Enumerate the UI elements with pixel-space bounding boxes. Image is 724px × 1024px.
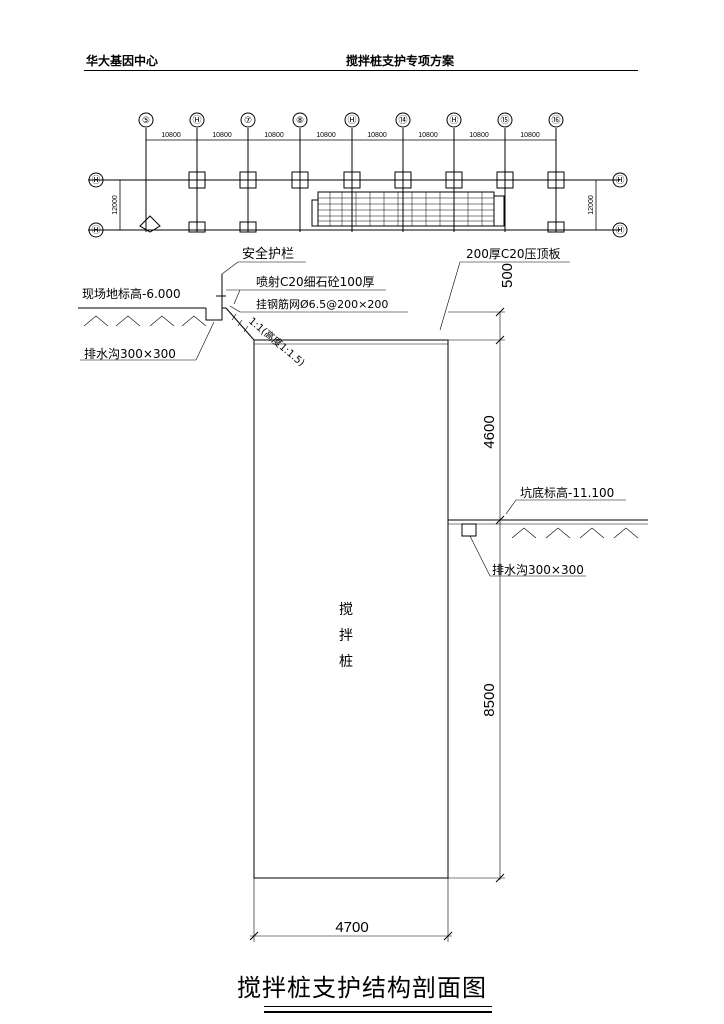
label-drain-top: 排水沟300×300 <box>84 347 176 361</box>
col-marker: Ⓗ <box>192 115 201 126</box>
label-ground-elevation: 现场地标高-6.000 <box>82 286 181 301</box>
row-dim-right: 12000 <box>588 195 595 215</box>
label-mesh: 挂钢筋网Ø6.5@200×200 <box>256 297 388 311</box>
plan-column-markers: ⑤ Ⓗ ⑦ ⑧ Ⓗ ⑭ Ⓗ ⑮ ⑯ Ⓗ Ⓗ Ⓗ Ⓗ <box>91 115 624 236</box>
dim-8500: 8500 <box>481 683 498 716</box>
label-cap-slab: 200厚C20压顶板 <box>466 247 561 261</box>
col-marker: ⑭ <box>398 115 407 126</box>
col-marker: Ⓗ <box>449 115 458 126</box>
col-marker: ⑯ <box>551 115 560 126</box>
bay-dim: 10800 <box>418 132 438 139</box>
row-marker: Ⓗ <box>91 225 100 236</box>
bay-dim: 10800 <box>161 132 181 139</box>
bay-dim: 10800 <box>264 132 284 139</box>
label-pile-2: 拌 <box>339 628 353 644</box>
header-rule <box>84 70 638 71</box>
col-marker: ⑦ <box>244 116 252 126</box>
bay-dim: 10800 <box>367 132 387 139</box>
section-dimensions: 500 4600 8500 4700 <box>335 263 516 936</box>
row-marker: Ⓗ <box>615 175 624 186</box>
col-marker: Ⓗ <box>347 115 356 126</box>
label-pit-elevation: 坑底标高-11.100 <box>520 485 614 500</box>
plan-view <box>88 112 628 238</box>
bay-dim: 10800 <box>520 132 540 139</box>
section-labels: 安全护栏 喷射C20细石砼100厚 挂钢筋网Ø6.5@200×200 现场地标高… <box>82 246 614 670</box>
header-project-name: 华大基因中心 <box>86 54 159 68</box>
label-guardrail: 安全护栏 <box>242 246 294 262</box>
label-drain-bottom: 排水沟300×300 <box>492 563 584 577</box>
label-shotcrete: 喷射C20细石砼100厚 <box>256 274 375 289</box>
dim-4600: 4600 <box>481 415 498 448</box>
title-underline <box>264 1006 492 1007</box>
col-marker: ⑧ <box>296 116 304 126</box>
bay-dim: 10800 <box>469 132 489 139</box>
row-marker: Ⓗ <box>615 225 624 236</box>
bay-dim: 10800 <box>212 132 232 139</box>
bay-dim: 10800 <box>316 132 336 139</box>
plan-bay-dimensions: 10800 10800 10800 10800 10800 10800 1080… <box>112 132 595 215</box>
col-marker: ⑤ <box>142 116 150 126</box>
figure-title: 搅拌桩支护结构剖面图 <box>237 974 487 1002</box>
pile-body <box>253 339 449 879</box>
dim-500: 500 <box>499 263 516 288</box>
label-pile-1: 搅 <box>339 602 353 618</box>
row-marker: Ⓗ <box>91 175 100 186</box>
title-underline-bold <box>264 1011 492 1013</box>
row-dim-left: 12000 <box>112 195 119 215</box>
section-view <box>78 261 648 942</box>
header-document-title: 搅拌桩支护专项方案 <box>346 54 455 68</box>
label-pile-3: 桩 <box>339 653 353 670</box>
dim-4700: 4700 <box>335 919 368 936</box>
label-slope: 1:1(高度1:1.5) <box>246 314 308 369</box>
col-marker: ⑮ <box>500 115 509 126</box>
